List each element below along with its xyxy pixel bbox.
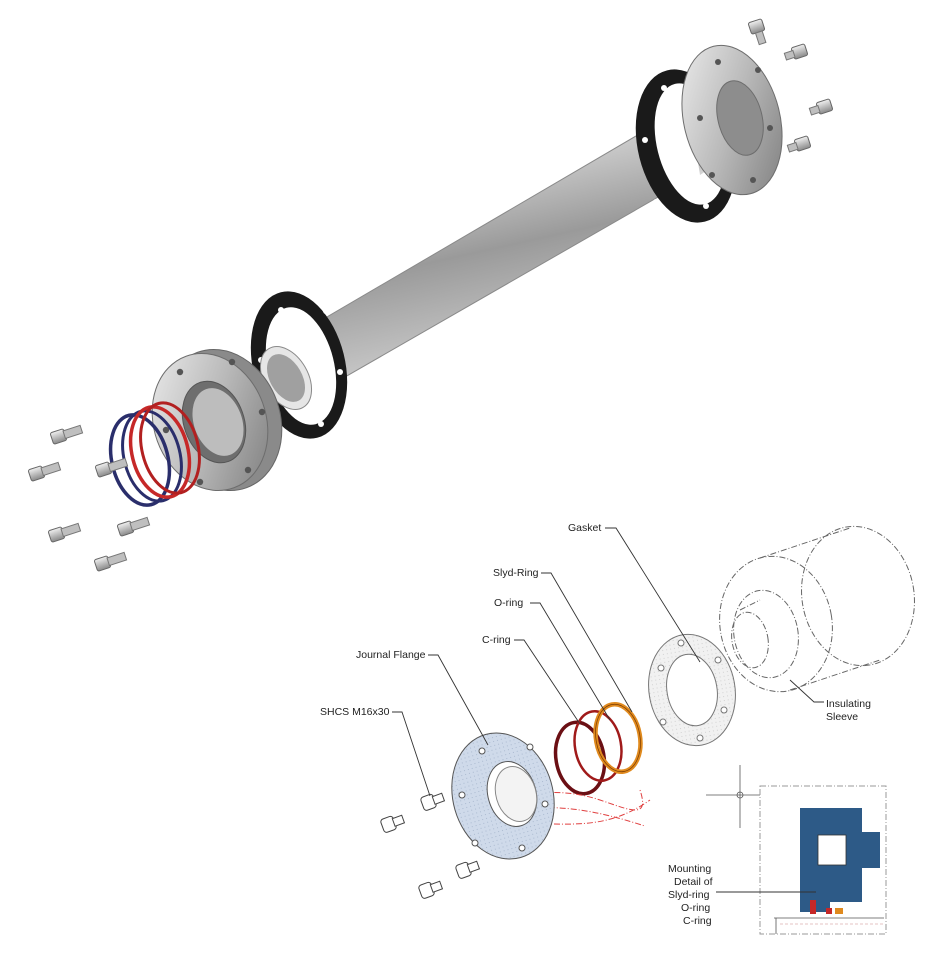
bolt-icon [117, 516, 151, 537]
bolt-icon [28, 461, 62, 482]
label-shcs: SHCS M16x30 [320, 706, 390, 718]
label-mounting-detail-line1: Mounting [668, 863, 711, 875]
shcs-bolts [380, 792, 481, 899]
bolt-icon [786, 135, 812, 153]
label-slyd-ring: Slyd-Ring [493, 567, 539, 579]
gasket-technical [648, 633, 736, 747]
bolt-icon [420, 792, 446, 811]
flange-right [681, 44, 783, 196]
technical-exploded-view: Gasket Slyd-Ring O-ring C-ring Journal F… [320, 522, 915, 935]
label-mounting-detail-line4: O-ring [681, 902, 710, 914]
journal-flange [451, 732, 555, 860]
label-insulating-sleeve-line1: Insulating [826, 698, 871, 710]
label-gasket: Gasket [568, 522, 601, 534]
bolt-icon [94, 551, 128, 572]
bolt-icon [808, 98, 834, 116]
label-mounting-detail-line3: Slyd-ring [668, 889, 710, 901]
bolts-left [28, 424, 151, 572]
slyd-ring [593, 702, 643, 774]
bolt-icon [380, 814, 406, 833]
bolt-icon [783, 43, 809, 61]
bolt-icon [418, 880, 444, 899]
o-ring [573, 710, 623, 782]
c-ring [553, 720, 607, 796]
label-c-ring: C-ring [482, 634, 511, 646]
leader-lines [392, 527, 824, 893]
bolt-icon [50, 424, 84, 445]
bolts-right [748, 18, 834, 153]
flange-left [151, 348, 283, 492]
pipe-assembly-render [28, 18, 834, 572]
label-mounting-detail-line5: C-ring [683, 915, 712, 927]
bolt-icon [48, 522, 82, 543]
label-o-ring: O-ring [494, 597, 523, 609]
label-insulating-sleeve-line2: Sleeve [826, 711, 858, 723]
insulating-sleeve [719, 525, 915, 693]
seal-rings [108, 401, 201, 507]
bolt-icon [748, 18, 767, 46]
bolt-icon [455, 860, 481, 879]
mounting-detail [759, 785, 887, 935]
label-mounting-detail-line2: Detail of [674, 876, 713, 888]
bolt-icon [95, 457, 129, 478]
label-journal-flange: Journal Flange [356, 649, 426, 661]
